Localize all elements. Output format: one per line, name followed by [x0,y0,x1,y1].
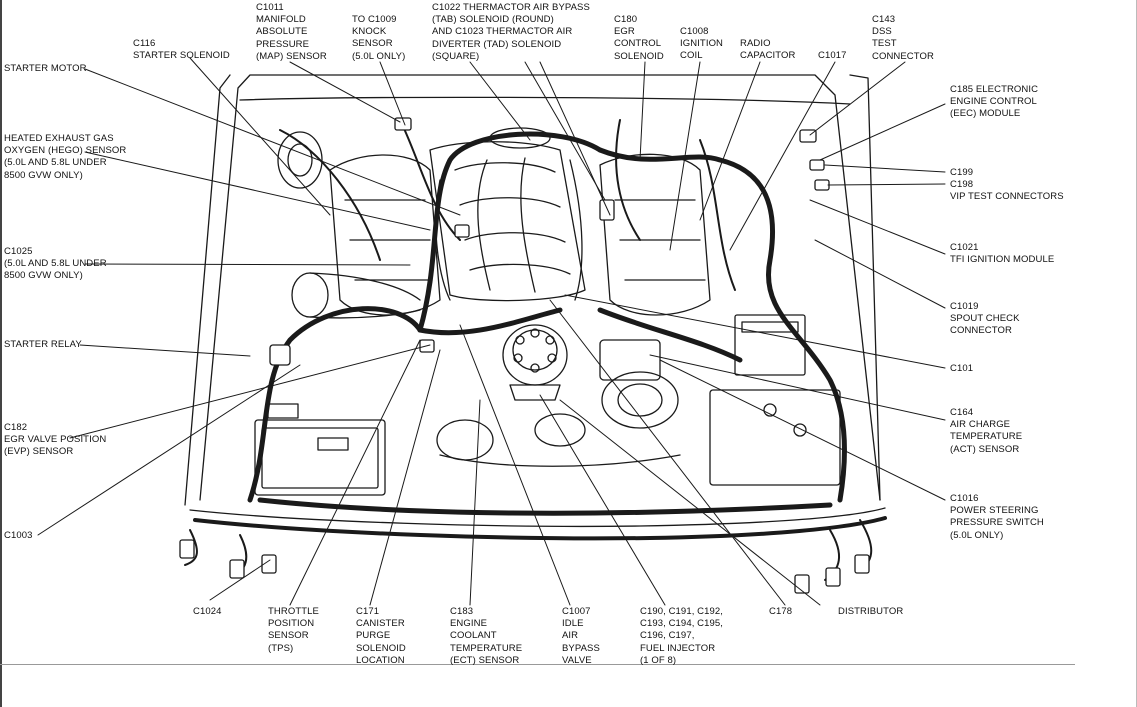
radiator-support [254,314,841,496]
wiring-harness [247,131,847,516]
label-fuel-injectors: C190, C191, C192, C193, C194, C195, C196… [640,606,724,666]
leader-lines [37,57,946,606]
label-starter-motor: STARTER MOTOR [4,63,87,74]
label-c1008: C1008 IGNITION COIL [680,26,724,62]
label-c1021: C1021 TFI IGNITION MODULE [950,242,1055,266]
valve-covers [329,153,711,316]
label-c1019: C1019 SPOUT CHECK CONNECTOR [950,301,1020,337]
label-c1025: C1025 (5.0L AND 5.8L UNDER 8500 GVW ONLY… [4,246,107,282]
bottom-rule [0,664,1075,665]
label-c143: C143 DSS TEST CONNECTOR [872,14,934,62]
left-border [0,0,2,707]
label-tps: THROTTLE POSITION SENSOR (TPS) [268,606,319,654]
label-c116: C116 STARTER SOLENOID [133,38,230,62]
label-hego-sensor: HEATED EXHAUST GAS OXYGEN (HEGO) SENSOR … [4,133,127,181]
label-c183: C183 ENGINE COOLANT TEMPERATURE (ECT) SE… [450,606,523,666]
label-c1024: C1024 [193,606,222,617]
label-c1022: C1022 THERMACTOR AIR BYPASS (TAB) SOLENO… [432,2,590,62]
label-c199: C199 [950,167,974,178]
label-c1017: C1017 [818,50,847,61]
label-distributor: DISTRIBUTOR [838,606,904,617]
label-c101: C101 [950,363,974,374]
label-starter-relay: STARTER RELAY [4,339,82,350]
connector-plugs [179,117,870,594]
engine-bay-outline [184,74,887,541]
label-c1016: C1016 POWER STEERING PRESSURE SWITCH (5.… [950,493,1044,541]
label-c1003: C1003 [4,530,33,541]
label-c164: C164 AIR CHARGE TEMPERATURE (ACT) SENSOR [950,407,1023,455]
label-c178: C178 [769,606,793,617]
label-c1009: TO C1009 KNOCK SENSOR (5.0L ONLY) [352,14,406,62]
label-c1011: C1011 MANIFOLD ABSOLUTE PRESSURE (MAP) S… [256,2,327,62]
label-c171: C171 CANISTER PURGE SOLENOID LOCATION [356,606,406,666]
label-c198: C198 VIP TEST CONNECTORS [950,179,1064,203]
label-c185: C185 ELECTRONIC ENGINE CONTROL (EEC) MOD… [950,84,1039,120]
label-c182: C182 EGR VALVE POSITION (EVP) SENSOR [4,422,107,458]
front-pulleys [436,339,681,467]
label-radio-capacitor: RADIO CAPACITOR [740,38,796,62]
label-c1007: C1007 IDLE AIR BYPASS VALVE [562,606,600,666]
distributor-cap [502,324,568,401]
label-c180: C180 EGR CONTROL SOLENOID [614,14,664,62]
